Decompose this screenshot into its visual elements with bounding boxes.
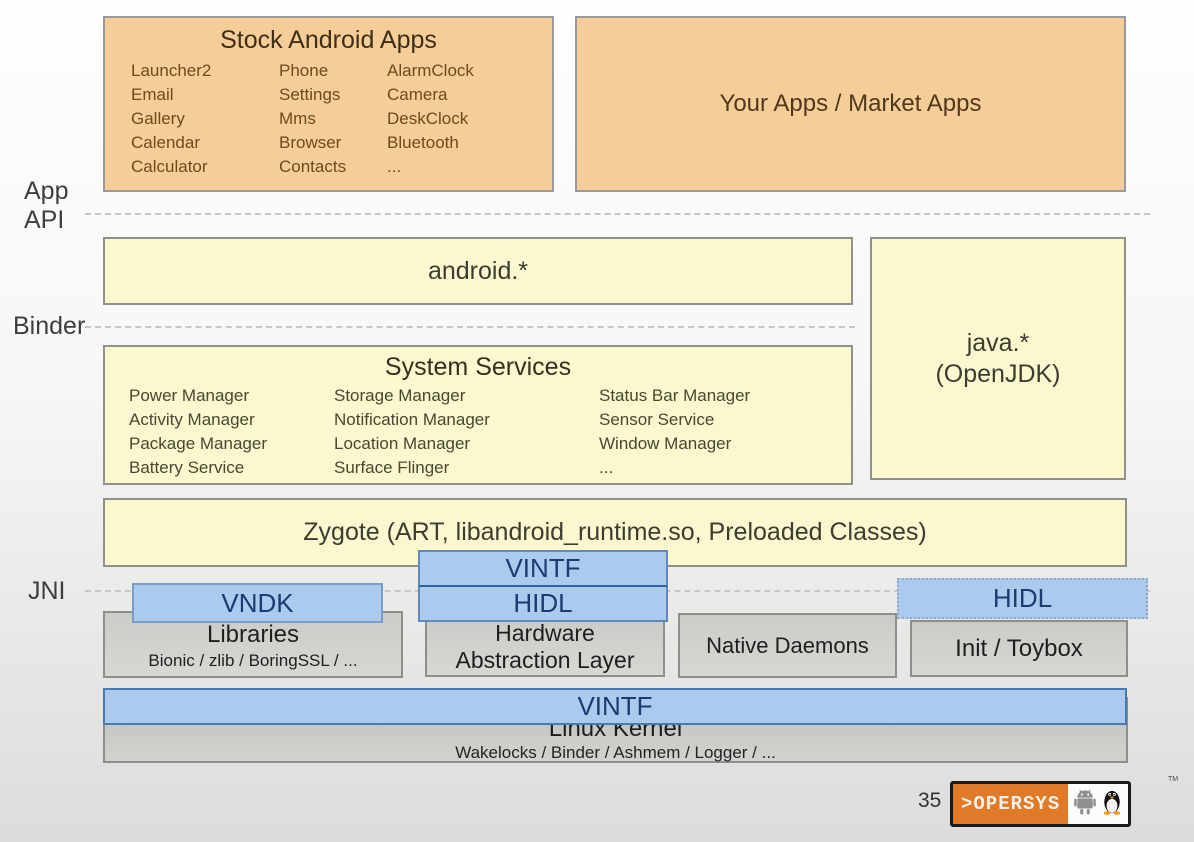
service-item: ...: [599, 458, 614, 477]
binder-divider-line: [85, 326, 855, 328]
native-daemons-box: Native Daemons: [678, 613, 897, 678]
vintf-mid-box: VINTF: [418, 550, 668, 587]
app-item: Gallery: [131, 109, 185, 128]
page-number: 35: [918, 789, 942, 812]
hidl-right-box: HIDL: [897, 578, 1148, 619]
opersys-logo-icons: [1068, 784, 1129, 824]
app-item: Phone: [279, 61, 329, 80]
hidl-mid-box: HIDL: [418, 587, 668, 622]
vintf-mid-label: VINTF: [505, 553, 581, 583]
init-toybox-label: Init / Toybox: [955, 634, 1083, 662]
binder-label: Binder: [13, 312, 86, 340]
native-daemons-label: Native Daemons: [706, 632, 869, 658]
hidl-right-label: HIDL: [992, 583, 1053, 613]
service-item: Package Manager: [129, 434, 267, 453]
hidl-mid-label: HIDL: [513, 588, 573, 618]
app-item: Launcher2: [131, 61, 212, 80]
libraries-title: Libraries: [206, 621, 300, 648]
app-item: Email: [131, 85, 174, 104]
app-item: Calculator: [131, 157, 208, 176]
system-services-box: System Services Power Manager Activity M…: [103, 345, 853, 485]
system-services-column-1: Power Manager Activity Manager Package M…: [129, 384, 334, 480]
your-apps-box: Your Apps / Market Apps: [575, 16, 1126, 192]
hal-label-line2: Abstraction Layer: [455, 647, 635, 673]
opersys-logo-text: >OPERSYS: [953, 784, 1069, 824]
android-api-box: android.*: [103, 237, 853, 305]
system-services-title: System Services: [384, 353, 572, 381]
vndk-box: VNDK: [132, 583, 383, 623]
hal-label-line1: Hardware: [495, 620, 595, 646]
service-item: Notification Manager: [334, 410, 490, 429]
app-item: Settings: [279, 85, 341, 104]
zygote-label: Zygote (ART, libandroid_runtime.so, Prel…: [303, 518, 927, 546]
libraries-subtitle: Bionic / zlib / BoringSSL / ...: [148, 651, 358, 670]
your-apps-title: Your Apps / Market Apps: [719, 90, 982, 117]
app-item: Browser: [279, 133, 342, 152]
stock-apps-column-1: Launcher2 Email Gallery Calendar Calcula…: [131, 59, 279, 179]
app-item: Contacts: [279, 157, 347, 176]
app-item: Mms: [279, 109, 316, 128]
app-api-label-line1: App: [24, 177, 69, 205]
service-item: Battery Service: [129, 458, 245, 477]
app-item: AlarmClock: [387, 61, 474, 80]
service-item: Power Manager: [129, 386, 250, 405]
stock-apps-title: Stock Android Apps: [220, 26, 437, 54]
app-item: DeskClock: [387, 109, 469, 128]
stock-apps-column-3: AlarmClock Camera DeskClock Bluetooth ..…: [387, 59, 507, 179]
tux-penguin-icon: [1101, 788, 1123, 820]
linux-kernel-subtitle: Wakelocks / Binder / Ashmem / Logger / .…: [455, 743, 776, 762]
app-api-divider-line: [85, 213, 1150, 215]
service-item: Window Manager: [599, 434, 732, 453]
service-item: Sensor Service: [599, 410, 715, 429]
app-item: ...: [387, 157, 402, 176]
app-api-label-line2: API: [24, 206, 65, 234]
service-item: Status Bar Manager: [599, 386, 751, 405]
trademark-mark: TM: [1168, 776, 1179, 783]
java-label-line2: (OpenJDK): [935, 359, 1061, 388]
opersys-logo: >OPERSYS: [950, 781, 1132, 827]
stock-android-apps-box: Stock Android Apps Launcher2 Email Galle…: [103, 16, 554, 192]
app-item: Calendar: [131, 133, 200, 152]
system-services-column-2: Storage Manager Notification Manager Loc…: [334, 384, 599, 480]
vintf-bottom-bar: VINTF: [103, 688, 1127, 725]
init-toybox-box: Init / Toybox: [910, 620, 1128, 677]
service-item: Location Manager: [334, 434, 471, 453]
service-item: Storage Manager: [334, 386, 466, 405]
system-services-column-3: Status Bar Manager Sensor Service Window…: [599, 384, 799, 480]
vintf-bottom-label: VINTF: [577, 691, 653, 721]
android-robot-icon: [1073, 788, 1097, 820]
hal-box: Hardware Abstraction Layer: [425, 617, 665, 677]
stock-apps-column-2: Phone Settings Mms Browser Contacts: [279, 59, 387, 179]
app-api-label: App API: [24, 177, 68, 235]
vndk-label: VNDK: [221, 587, 294, 618]
service-item: Activity Manager: [129, 410, 255, 429]
app-item: Bluetooth: [387, 133, 459, 152]
service-item: Surface Flinger: [334, 458, 450, 477]
jni-label: JNI: [28, 577, 66, 605]
android-api-label: android.*: [427, 256, 529, 285]
java-label-line1: java.*: [966, 328, 1030, 357]
java-openjdk-box: java.* (OpenJDK): [870, 237, 1126, 480]
app-item: Camera: [387, 85, 448, 104]
